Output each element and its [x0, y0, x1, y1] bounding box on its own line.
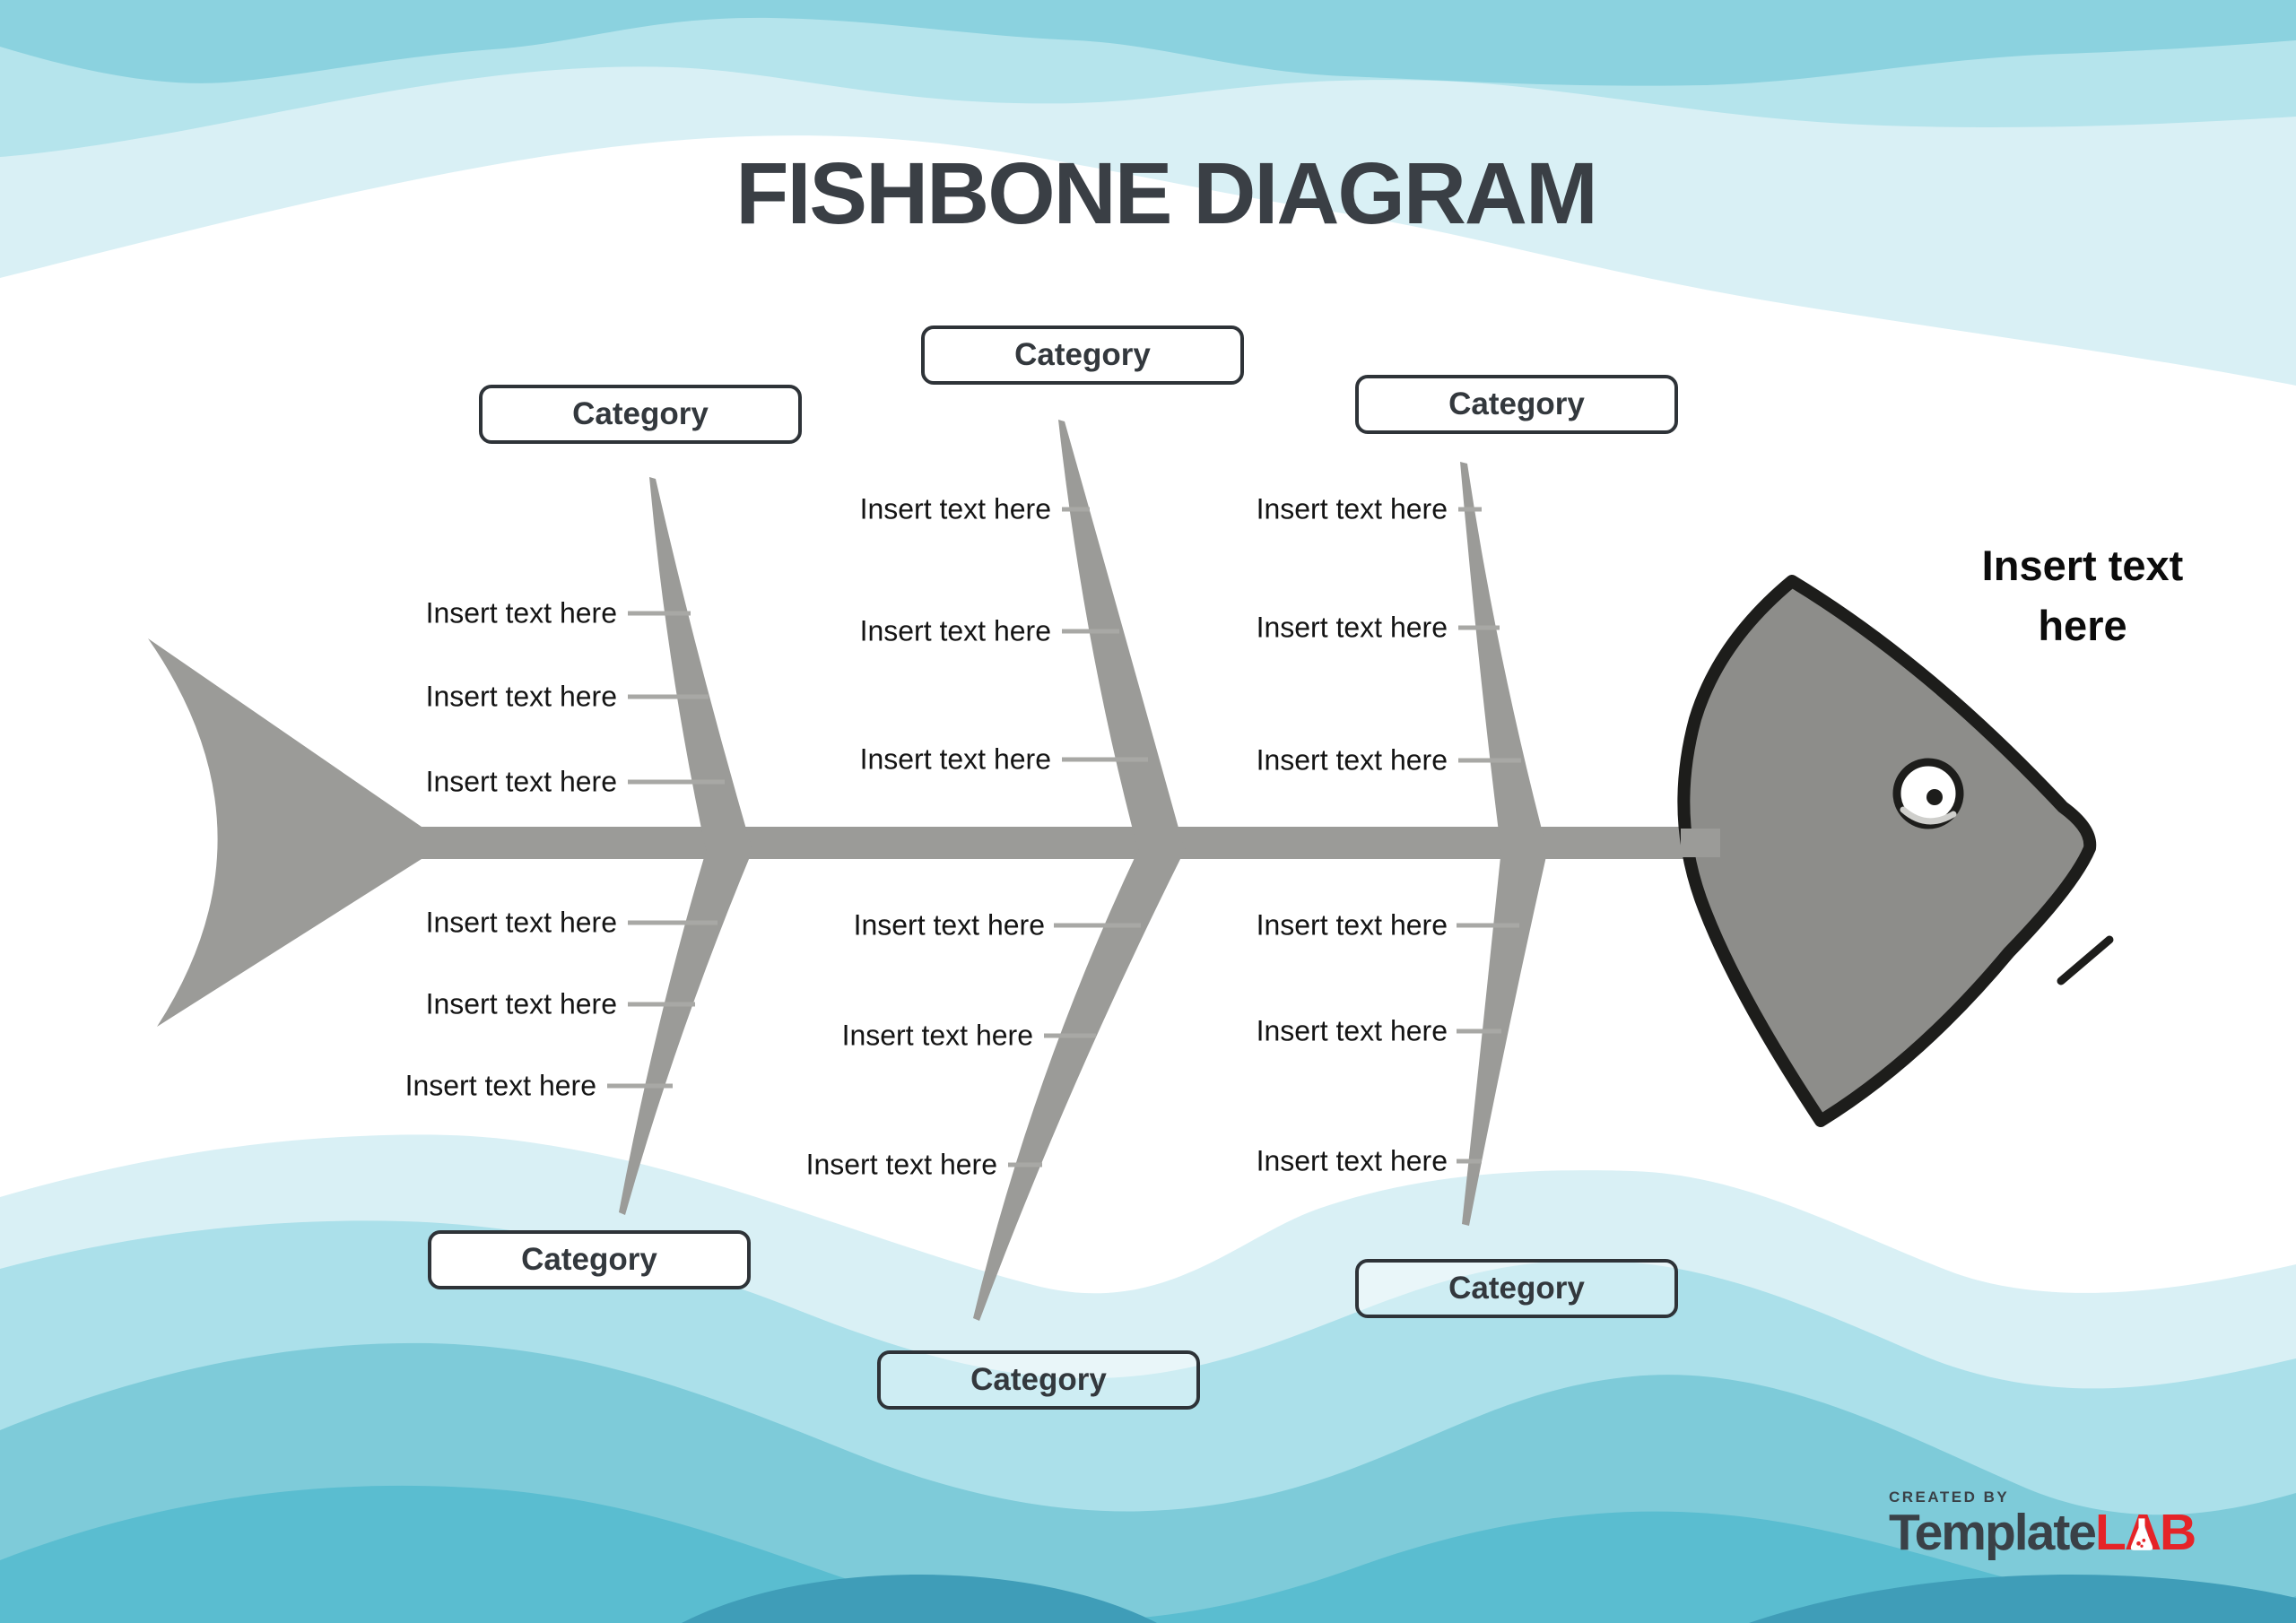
flask-icon [2130, 1518, 2153, 1550]
cause-label-top-middle-1[interactable]: Insert text here [859, 492, 1051, 525]
wave-top-dark [0, 0, 2296, 86]
cause-label-top-right-1[interactable]: Insert text here [1256, 492, 1448, 525]
fish-eye-shading [1900, 806, 1957, 825]
category-box-bottom-left[interactable]: Category [428, 1230, 751, 1289]
fish-head [1677, 575, 2114, 1127]
fish-tail [148, 638, 422, 1027]
cause-label-top-right-2[interactable]: Insert text here [1256, 611, 1448, 644]
cause-label-top-left-3[interactable]: Insert text here [425, 765, 617, 798]
effect-label[interactable]: Insert text here [1982, 536, 2184, 655]
category-box-top-left[interactable]: Category [479, 385, 802, 444]
cause-label-top-right-3[interactable]: Insert text here [1256, 743, 1448, 777]
fish-spine [408, 827, 1713, 859]
cause-label-bottom-right-1[interactable]: Insert text here [1256, 908, 1448, 942]
created-by-text: CREATED BY [1889, 1488, 2010, 1506]
category-label: Category [521, 1242, 657, 1277]
fish-pupil [1926, 789, 1943, 805]
label-connector-ticks [607, 507, 1521, 1167]
category-label: Category [1448, 1271, 1585, 1306]
cause-label-bottom-right-3[interactable]: Insert text here [1256, 1144, 1448, 1177]
cause-label-bottom-left-2[interactable]: Insert text here [425, 987, 617, 1020]
wave-bottom-darkest [682, 1575, 2296, 1623]
category-box-bottom-middle[interactable]: Category [877, 1350, 1200, 1410]
bone-bottom-left [619, 848, 753, 1215]
category-label: Category [970, 1362, 1107, 1397]
cause-label-bottom-right-2[interactable]: Insert text here [1256, 1014, 1448, 1047]
templatelab-logo: CREATED BY TemplateLAB [1889, 1488, 2196, 1561]
cause-label-top-middle-2[interactable]: Insert text here [859, 614, 1051, 647]
cause-label-top-left-1[interactable]: Insert text here [425, 596, 617, 629]
cause-label-bottom-middle-2[interactable]: Insert text here [841, 1019, 1033, 1052]
category-label: Category [572, 396, 709, 431]
fish-mouth [2057, 935, 2114, 985]
bone-top-middle [1058, 420, 1186, 854]
wordmark-template: Template [1889, 1504, 2097, 1561]
effect-label-line-1: Insert text [1981, 542, 2184, 589]
page-title: FISHBONE DIAGRAM [735, 144, 1598, 242]
category-label: Category [1014, 337, 1151, 372]
templatelab-wordmark: TemplateLAB [1889, 1504, 2196, 1561]
bone-bottom-middle [973, 848, 1186, 1321]
cause-label-bottom-left-1[interactable]: Insert text here [425, 906, 617, 939]
spine-head-joint [1681, 829, 1720, 857]
category-label: Category [1448, 386, 1585, 421]
wave-bottom-deep [0, 1485, 2296, 1623]
cause-label-bottom-left-3[interactable]: Insert text here [404, 1069, 596, 1102]
category-box-top-middle[interactable]: Category [921, 325, 1244, 385]
cause-label-bottom-middle-1[interactable]: Insert text here [853, 908, 1045, 942]
cause-label-top-middle-3[interactable]: Insert text here [859, 742, 1051, 776]
category-box-top-right[interactable]: Category [1355, 375, 1678, 434]
category-box-bottom-right[interactable]: Category [1355, 1259, 1678, 1318]
fish-head-shape [1677, 575, 2097, 1127]
bone-bottom-right [1462, 848, 1548, 1226]
effect-label-line-2: here [2038, 601, 2127, 649]
bone-top-right [1460, 462, 1548, 854]
ocean-waves-top [0, 0, 2296, 386]
cause-label-top-left-2[interactable]: Insert text here [425, 680, 617, 713]
cause-label-bottom-middle-3[interactable]: Insert text here [805, 1148, 997, 1181]
bone-top-left [649, 477, 753, 854]
